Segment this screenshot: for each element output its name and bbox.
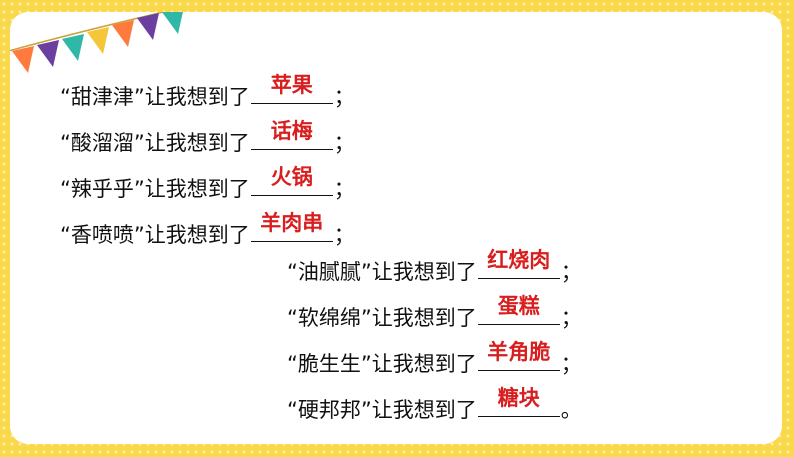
- end-punctuation: ；: [560, 306, 582, 330]
- end-punctuation: ；: [333, 223, 355, 247]
- sentence-line: “辣乎乎”让我想到了火锅 ；: [60, 165, 355, 201]
- sentence-line: “香喷喷”让我想到了羊肉串 ；: [60, 211, 355, 247]
- end-punctuation: ；: [333, 177, 355, 201]
- bunting-flag: [162, 12, 183, 34]
- answer-text: 蛋糕: [497, 294, 540, 318]
- descriptive-word: “甜津津”: [60, 85, 145, 109]
- descriptive-word: “硬邦邦”: [287, 398, 372, 422]
- end-punctuation: 。: [560, 398, 582, 422]
- answer-text: 羊角脆: [487, 340, 551, 364]
- answer-blank: 红烧肉: [477, 248, 560, 279]
- bunting-decoration: [10, 12, 183, 73]
- bunting-flag: [87, 27, 109, 54]
- phrase-text: 让我想到了: [371, 306, 477, 330]
- phrase-text: 让我想到了: [371, 352, 477, 376]
- end-punctuation: ；: [560, 352, 582, 376]
- end-punctuation: ；: [333, 85, 355, 109]
- bunting-flag: [62, 34, 84, 61]
- bunting-flag: [12, 46, 34, 73]
- answer-blank: 羊肉串: [250, 211, 333, 242]
- answer-blank: 火锅: [250, 165, 333, 196]
- answer-text: 话梅: [270, 119, 313, 143]
- sentence-line: “甜津津”让我想到了苹果 ；: [60, 73, 355, 109]
- phrase-text: 让我想到了: [144, 131, 250, 155]
- answer-blank: 苹果: [250, 73, 333, 104]
- phrase-text: 让我想到了: [144, 177, 250, 201]
- answer-blank: 蛋糕: [477, 294, 560, 325]
- content-card: [10, 12, 782, 444]
- bunting-flag: [37, 40, 59, 67]
- bunting-flag: [137, 13, 159, 40]
- descriptive-word: “辣乎乎”: [60, 177, 145, 201]
- sentence-line: “酸溜溜”让我想到了话梅 ；: [60, 119, 355, 155]
- answer-blank: 话梅: [250, 119, 333, 150]
- answer-text: 羊肉串: [260, 211, 324, 235]
- end-punctuation: ；: [560, 260, 582, 284]
- answer-text: 红烧肉: [487, 248, 551, 272]
- answer-blank: 羊角脆: [477, 340, 560, 371]
- phrase-text: 让我想到了: [371, 260, 477, 284]
- sentence-line: “硬邦邦”让我想到了糖块。: [287, 386, 582, 422]
- phrase-text: 让我想到了: [144, 85, 250, 109]
- phrase-text: 让我想到了: [371, 398, 477, 422]
- bunting-flag: [112, 20, 134, 47]
- descriptive-word: “油腻腻”: [287, 260, 372, 284]
- descriptive-word: “脆生生”: [287, 352, 372, 376]
- descriptive-word: “软绵绵”: [287, 306, 372, 330]
- descriptive-word: “香喷喷”: [60, 223, 145, 247]
- phrase-text: 让我想到了: [144, 223, 250, 247]
- end-punctuation: ；: [333, 131, 355, 155]
- sentence-line: “脆生生”让我想到了羊角脆 ；: [287, 340, 582, 376]
- sentence-line: “软绵绵”让我想到了蛋糕 ；: [287, 294, 582, 330]
- answer-blank: 糖块: [477, 386, 560, 417]
- answer-text: 苹果: [270, 73, 313, 97]
- sentence-line: “油腻腻”让我想到了红烧肉 ；: [287, 248, 582, 284]
- answer-text: 火锅: [270, 165, 313, 189]
- answer-text: 糖块: [497, 386, 540, 410]
- descriptive-word: “酸溜溜”: [60, 131, 145, 155]
